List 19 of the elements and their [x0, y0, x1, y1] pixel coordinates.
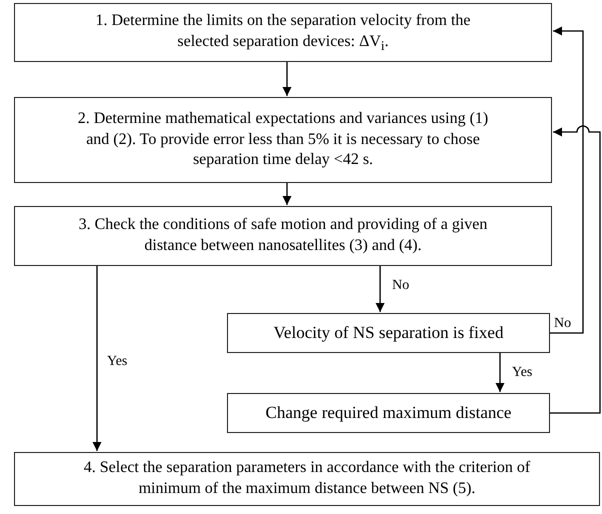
arrow [550, 125, 601, 414]
process-box [14, 97, 552, 183]
arrow [550, 26, 584, 334]
arrow [92, 266, 102, 451]
step-text: 2. Determine mathematical expectations and variances using (1) and (2). To provide error less than 5% it is necessary to chose separation time delay <42 s. [76, 108, 490, 170]
arrow [376, 266, 385, 312]
step-text: Change required maximum distance [266, 402, 512, 424]
arrow [282, 62, 292, 96]
step-text: 3. Check the conditions of safe motion and providing of a given distance between nanosatellites (3) and (4). [78, 215, 488, 256]
arrow [282, 183, 292, 205]
step-text: Velocity of NS separation is fixed [274, 322, 504, 344]
process-box [14, 452, 600, 506]
process-box [227, 313, 550, 353]
step-text: 4. Select the separation parameters in accordance with the criterion of minimum of the maximum distance between NS (5). [82, 458, 532, 499]
process-box [14, 3, 552, 62]
step-text: 1. Determine the limits on the separation velocity from the selected separation devices: ΔV$_{i}$. [94, 10, 472, 54]
process-box [14, 206, 552, 266]
process-box [227, 393, 550, 433]
arrow [496, 353, 504, 392]
